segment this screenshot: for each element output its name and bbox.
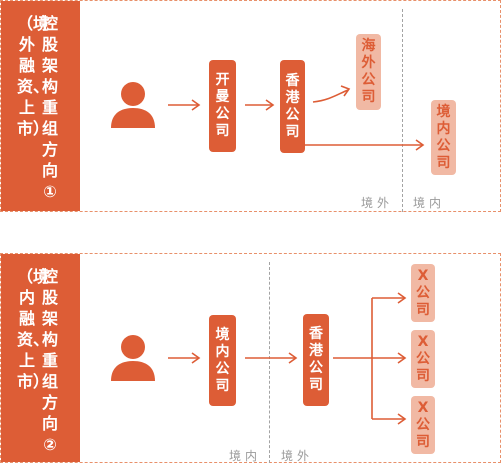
x-company-box-2: X公司 bbox=[411, 330, 435, 388]
side-heading-1: 控股架构重组方向① bbox=[41, 14, 58, 201]
overseas-company-box: 海外公司 bbox=[356, 34, 381, 110]
domestic-company-box-2: 境内公司 bbox=[209, 315, 236, 406]
arrow-icon bbox=[397, 292, 407, 304]
hongkong-company-box-1: 香港公司 bbox=[280, 60, 305, 153]
region-label-domestic-1: 境内 bbox=[413, 196, 446, 210]
arrow-icon bbox=[397, 413, 407, 425]
arrow-icon bbox=[191, 99, 201, 111]
arrow-icon bbox=[415, 139, 425, 151]
arrow-icon bbox=[300, 144, 422, 152]
kaiman-company-box: 开曼公司 bbox=[209, 60, 236, 152]
structure-diagram-2: （境内融资、上市） 控股架构重组方向② 境内 境外 bbox=[0, 253, 501, 463]
x-company-box-1: X公司 bbox=[411, 264, 435, 322]
region-label-overseas-2: 境外 bbox=[281, 449, 314, 463]
arrow-icon bbox=[265, 99, 275, 111]
region-divider-2 bbox=[269, 262, 270, 463]
side-title-2: （境内融资、上市） 控股架构重组方向② bbox=[1, 254, 80, 462]
person-icon bbox=[111, 335, 155, 381]
region-label-domestic-2: 境内 bbox=[229, 449, 262, 463]
arrow-icon bbox=[288, 352, 298, 364]
structure-diagram-1: （境外融资、上市） 控股架构重组方向① 境外 境内 bbox=[0, 0, 501, 212]
person-icon bbox=[111, 82, 155, 128]
arrow-icon bbox=[191, 352, 201, 364]
arrow-icon bbox=[340, 85, 351, 97]
x-company-box-3: X公司 bbox=[411, 396, 435, 454]
region-divider-1 bbox=[402, 9, 403, 212]
arrow-icon bbox=[397, 352, 407, 364]
domestic-company-box-1: 境内公司 bbox=[431, 100, 456, 175]
side-title-1: （境外融资、上市） 控股架构重组方向① bbox=[1, 1, 80, 211]
side-heading-2: 控股架构重组方向② bbox=[41, 267, 58, 454]
arrow-icon bbox=[312, 89, 349, 103]
hongkong-company-box-2: 香港公司 bbox=[303, 314, 329, 406]
region-label-overseas-1: 境外 bbox=[361, 196, 394, 210]
